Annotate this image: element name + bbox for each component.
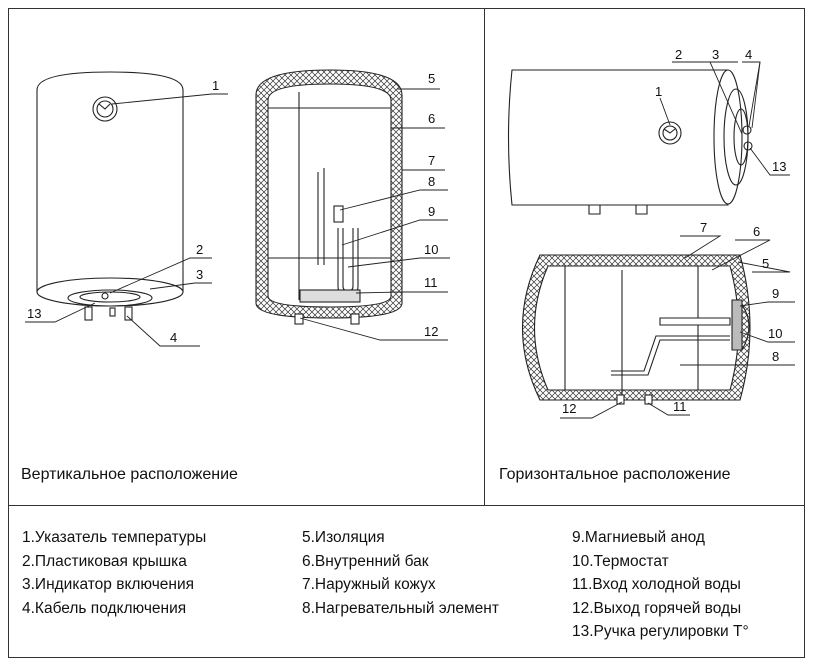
diagram-frame	[8, 8, 805, 658]
callout-number: 8	[428, 174, 435, 189]
callout-number: 2	[675, 47, 682, 62]
callout-number: 7	[428, 153, 435, 168]
callout-number: 5	[428, 71, 435, 86]
vertical-divider	[484, 8, 485, 505]
temperature-gauge-icon	[658, 121, 682, 145]
legend-column: 9.Магниевый анод 10.Термостат 11.Вход хо…	[572, 526, 749, 644]
horizontal-divider	[8, 505, 805, 506]
callout-number: 2	[196, 242, 203, 257]
callout-number: 7	[700, 220, 707, 235]
callout-number: 6	[753, 224, 760, 239]
temperature-gauge-icon	[92, 96, 118, 122]
callout-number: 1	[655, 84, 662, 99]
callout-number: 11	[673, 399, 687, 414]
callout-number: 9	[428, 204, 435, 219]
callout-number: 5	[762, 256, 769, 271]
callout-number: 11	[424, 275, 438, 290]
legend-item: 1.Указатель температуры	[22, 529, 207, 546]
callout-number: 3	[712, 47, 719, 62]
callout-number: 12	[562, 401, 576, 416]
legend-item: 11.Вход холодной воды	[572, 576, 741, 593]
callout-number: 3	[196, 267, 203, 282]
callout-number: 13	[772, 159, 786, 174]
horizontal-heater-exterior	[507, 69, 753, 215]
legend-item: 9.Магниевый анод	[572, 529, 705, 546]
callout-number: 13	[27, 306, 41, 321]
callout-number: 10	[768, 326, 782, 341]
legend-item: 13.Ручка регулировки Т°	[572, 623, 749, 640]
vertical-layout-caption: Вертикальное расположение	[21, 466, 238, 483]
horizontal-heater-cutaway	[522, 254, 751, 405]
vertical-heater-cutaway	[255, 69, 403, 325]
callout-number: 8	[772, 349, 779, 364]
legend-item: 2.Пластиковая крышка	[22, 552, 187, 570]
callout-number: 9	[772, 286, 779, 301]
legend-item: 10.Термостат	[572, 552, 669, 570]
vertical-heater-exterior	[36, 71, 184, 321]
vertical-callouts: 1 2 3 13 4 5 6 7 8 9 10 11 12	[27, 71, 438, 345]
horizontal-layout-caption: Горизонтальное расположение	[499, 466, 731, 483]
legend-item: 8.Нагревательный элемент	[302, 599, 499, 617]
legend-item: 3.Индикатор включения	[22, 576, 195, 593]
legend-column: 1.Указатель температуры 2.Пластиковая кр…	[22, 526, 206, 620]
callout-number: 4	[745, 47, 752, 62]
horizontal-callouts: 1 2 3 4 13 7 6 5 9 10 8 12 11	[562, 47, 786, 416]
legend-item: 5.Изоляция	[302, 529, 385, 546]
callout-number: 1	[212, 78, 219, 93]
callout-number: 6	[428, 111, 435, 126]
callout-number: 4	[170, 330, 177, 345]
leader-lines	[25, 61, 795, 419]
callout-number: 10	[424, 242, 438, 257]
callout-number: 12	[424, 324, 438, 339]
legend-item: 4.Кабель подключения	[22, 599, 187, 617]
legend-column: 5.Изоляция 6.Внутренний бак 7.Наружный к…	[302, 526, 499, 620]
legend-item: 7.Наружный кожух	[302, 576, 436, 593]
legend-item: 12.Выход горячей воды	[572, 599, 742, 617]
legend-item: 6.Внутренний бак	[302, 552, 429, 570]
